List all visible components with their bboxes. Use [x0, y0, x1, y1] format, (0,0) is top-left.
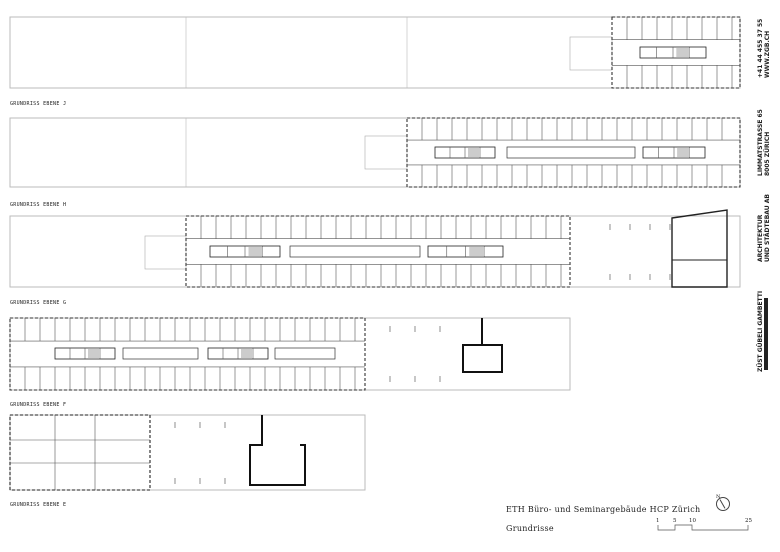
plan-f-core-stair	[88, 349, 100, 358]
plan-h-annex	[364, 135, 408, 170]
city-text: 8005 ZÜRICH	[764, 131, 771, 176]
plan-j-core-stair	[676, 48, 690, 57]
plan-label-e: GRUNDRISS EBENE E	[10, 502, 67, 508]
plan-g-outline	[9, 215, 741, 288]
plan-f-hall	[122, 347, 199, 360]
plan-e-core-block	[249, 415, 306, 486]
phone-text: +41 44 455 37 55	[757, 18, 764, 78]
plan-g-hall	[289, 245, 421, 258]
discipline-line1: ARCHITEKTUR	[757, 214, 764, 262]
firm-bar	[764, 298, 768, 370]
discipline-line2: UND STÄDTEBAU AB	[764, 194, 771, 262]
plan-g-annex	[144, 235, 187, 270]
scale-tick-5: 5	[673, 518, 677, 524]
project-title: ETH Büro- und Seminargebäude HCP Zürich	[506, 505, 701, 514]
plan-h-wing-outline	[406, 117, 741, 188]
plan-h-core-stair	[677, 148, 690, 157]
plan-label-j: GRUNDRISS EBENE J	[10, 101, 67, 107]
scale-tick-1: 1	[656, 518, 660, 524]
plan-e-wing	[9, 414, 151, 491]
contact-block: +41 44 455 37 55 WWW.ZGB.CH	[757, 19, 771, 78]
sheet-title: Grundrisse	[506, 524, 554, 533]
plan-h-hall	[506, 146, 636, 159]
plan-j-annex	[569, 36, 613, 71]
plan-label-g: GRUNDRISS EBENE G	[10, 300, 67, 306]
discipline-block: ARCHITEKTUR UND STÄDTEBAU AB	[757, 194, 771, 262]
plan-h-outline	[9, 117, 741, 188]
plan-j-wing-outline	[611, 16, 741, 89]
north-arrow-icon	[716, 497, 730, 511]
plan-g-wing-outline	[185, 215, 571, 288]
plan-f-hall	[274, 347, 336, 360]
plan-g-core-stair	[469, 247, 485, 256]
plan-label-f: GRUNDRISS EBENE F	[10, 402, 67, 408]
scale-tick-10: 10	[689, 518, 696, 524]
plan-f-wing-outline	[9, 317, 366, 391]
plan-f-core-block	[462, 318, 503, 373]
plan-label-h: GRUNDRISS EBENE H	[10, 202, 67, 208]
plan-h-core-stair	[468, 148, 480, 157]
plan-j-outline	[9, 16, 741, 89]
website-text: WWW.ZGB.CH	[764, 30, 771, 78]
plan-g-core-stair	[248, 247, 263, 256]
north-label: N	[716, 494, 721, 500]
plan-f-core-stair	[241, 349, 253, 358]
firm-name: ZÜST GÜBELI GAMBETTI	[757, 290, 764, 372]
street-text: LIMMATSTRASSE 65	[757, 109, 764, 176]
plan-e-outline	[9, 414, 366, 491]
plan-g-entrance-building	[671, 209, 728, 288]
scale-tick-25: 25	[745, 518, 752, 524]
address-block: LIMMATSTRASSE 65 8005 ZÜRICH	[757, 109, 771, 176]
